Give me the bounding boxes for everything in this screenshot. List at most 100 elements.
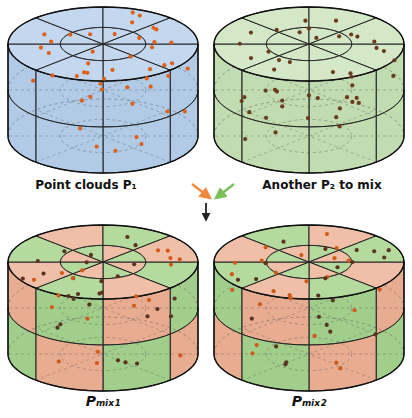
point xyxy=(172,297,176,301)
side-sector xyxy=(214,308,242,380)
point xyxy=(130,102,134,106)
point xyxy=(250,317,254,321)
hidden-edge xyxy=(242,110,376,162)
point xyxy=(76,292,80,296)
top-sector xyxy=(214,44,279,70)
point xyxy=(86,61,90,65)
point xyxy=(42,32,46,36)
cylinder-outline xyxy=(214,225,404,299)
point xyxy=(298,30,302,34)
point-cloud-cylinder xyxy=(214,225,404,391)
point xyxy=(68,33,72,37)
point xyxy=(337,124,341,128)
point xyxy=(170,61,174,65)
point xyxy=(88,95,92,99)
point xyxy=(113,32,117,36)
point xyxy=(95,145,99,149)
point xyxy=(271,289,275,293)
side-sector xyxy=(8,308,36,380)
point xyxy=(288,60,292,64)
point xyxy=(75,74,79,78)
point xyxy=(71,276,75,280)
point xyxy=(131,10,135,14)
point xyxy=(85,71,89,75)
point xyxy=(331,70,335,74)
point xyxy=(317,315,321,319)
down-arrow xyxy=(205,203,207,220)
point xyxy=(355,34,359,38)
hidden-edge xyxy=(242,328,376,380)
point xyxy=(299,253,303,257)
side-sector xyxy=(242,334,309,391)
point xyxy=(166,74,170,78)
point xyxy=(238,42,242,46)
mix-arrow xyxy=(216,184,234,198)
point xyxy=(165,109,169,113)
cylinder-outline xyxy=(403,262,404,354)
point xyxy=(134,135,138,139)
point xyxy=(183,109,187,113)
point xyxy=(230,288,234,292)
point xyxy=(145,314,149,318)
top-sector xyxy=(214,262,279,288)
top-sector xyxy=(36,225,103,250)
point xyxy=(98,82,102,86)
point xyxy=(334,19,338,23)
point xyxy=(66,294,70,298)
point xyxy=(99,279,103,283)
point-cloud-cylinder xyxy=(8,7,198,173)
point xyxy=(334,361,338,365)
side-sector xyxy=(309,334,376,391)
point xyxy=(274,271,278,275)
mix-arrow xyxy=(192,184,210,198)
side-sector xyxy=(170,308,198,380)
point xyxy=(148,67,152,71)
point xyxy=(247,110,251,114)
point xyxy=(277,58,281,62)
point xyxy=(100,87,104,91)
point xyxy=(110,68,114,72)
cylinder-outline xyxy=(7,44,8,136)
point xyxy=(314,36,318,40)
point xyxy=(88,32,92,36)
point xyxy=(273,130,277,134)
point xyxy=(80,99,84,103)
point xyxy=(152,40,156,44)
hidden-edge xyxy=(36,110,170,162)
point xyxy=(255,343,259,347)
point xyxy=(264,89,268,93)
point xyxy=(95,361,99,365)
top-sector xyxy=(8,262,73,288)
point xyxy=(357,101,361,105)
point xyxy=(303,19,307,23)
point xyxy=(178,257,182,261)
cylinder-outline xyxy=(8,7,198,81)
point xyxy=(116,274,120,278)
point xyxy=(85,317,89,321)
point xyxy=(31,79,35,83)
top-sector xyxy=(309,56,376,81)
cylinder-outline xyxy=(403,44,404,136)
side-sector xyxy=(170,90,198,162)
point xyxy=(323,247,327,251)
point xyxy=(233,261,237,265)
cylinder-outline xyxy=(7,262,8,354)
point xyxy=(78,126,82,130)
point xyxy=(254,277,258,281)
point xyxy=(71,276,75,280)
cylinder-outline xyxy=(214,136,404,173)
point xyxy=(280,104,284,108)
point xyxy=(169,314,173,318)
point xyxy=(236,278,240,282)
point xyxy=(58,322,62,326)
point xyxy=(166,249,170,253)
point xyxy=(266,50,270,54)
point xyxy=(258,302,262,306)
point xyxy=(331,298,335,302)
point xyxy=(306,116,310,120)
point xyxy=(132,304,136,308)
point xyxy=(21,276,25,280)
top-sector xyxy=(133,18,198,44)
figure-label: Another P₂ to mix xyxy=(262,178,381,192)
